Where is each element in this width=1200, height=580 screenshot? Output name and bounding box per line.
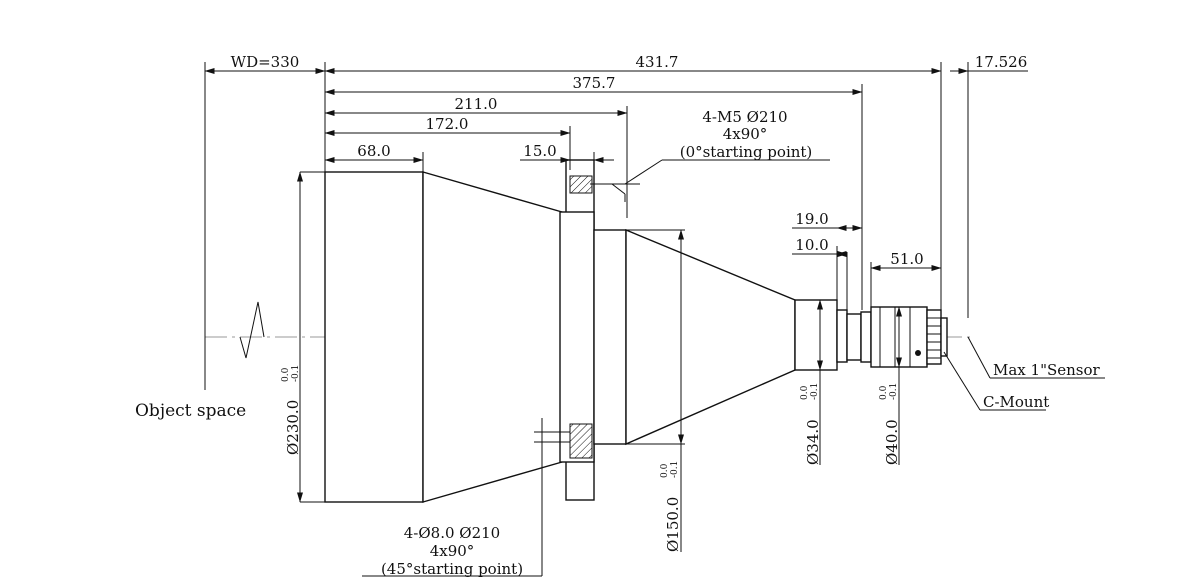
dim-dia-34: Ø34.0 0.0 -0.1	[800, 299, 823, 465]
step-ring-2	[846, 313, 862, 361]
dim-dia-150-tol-upper: 0.0	[660, 463, 670, 478]
flange-bolt-section-bottom	[569, 423, 593, 459]
dim-wd: WD=330	[204, 53, 326, 74]
step-ring-3	[860, 311, 872, 363]
set-screw	[915, 350, 921, 356]
break-symbol	[239, 301, 265, 359]
dim-68-label: 68.0	[357, 142, 390, 160]
knurling	[927, 317, 941, 359]
dim-flange-label: 17.526	[975, 53, 1028, 71]
dim-dia-34-tol-upper: 0.0	[800, 385, 810, 400]
neck-cylinder	[794, 299, 838, 371]
dim-flange-distance: 17.526	[950, 53, 1028, 74]
dim-172: 172.0	[324, 115, 571, 136]
dim-51: 51.0	[870, 250, 942, 271]
dim-dia-40-tol-upper: 0.0	[879, 385, 889, 400]
dim-51-label: 51.0	[890, 250, 923, 268]
dim-dia-230: Ø230.0 0.0 -0.1	[281, 171, 303, 503]
dim-19: 19.0	[792, 210, 863, 231]
rear-cone	[625, 228, 796, 446]
dim-dia-230-tol-upper: 0.0	[281, 367, 291, 382]
dim-dia-34-tol-lower: -0.1	[810, 383, 820, 400]
dim-10: 10.0	[792, 236, 848, 257]
top-hole-callout: 4-M5 Ø210 4x90° (0°starting point)	[590, 108, 830, 202]
dim-total-length: 431.7	[324, 53, 942, 74]
dim-15-label: 15.0	[523, 142, 556, 160]
bottom-note-line-2: 4x90°	[430, 542, 475, 560]
dim-wd-label: WD=330	[231, 53, 300, 71]
dim-172-label: 172.0	[426, 115, 469, 133]
dim-dia-40: Ø40.0 0.0 -0.1	[879, 306, 902, 465]
dim-dia-40-tol-lower: -0.1	[889, 383, 899, 400]
lens-body	[324, 159, 948, 503]
dim-375-label: 375.7	[573, 74, 616, 92]
front-cone	[422, 171, 563, 503]
top-note-line-1: 4-M5 Ø210	[702, 108, 787, 126]
dim-dia-150: Ø150.0 0.0 -0.1	[660, 229, 684, 552]
bottom-hole-callout: 4-Ø8.0 Ø210 4x90° (45°starting point)	[362, 418, 570, 578]
front-barrel	[324, 171, 424, 503]
c-mount-callout: C-Mount	[943, 351, 1049, 411]
c-mount-label: C-Mount	[983, 393, 1049, 411]
sensor-callout: Max 1"Sensor	[967, 336, 1105, 379]
dim-dia-230-label: Ø230.0	[284, 400, 302, 455]
bottom-note-line-1: 4-Ø8.0 Ø210	[404, 524, 500, 542]
dim-68: 68.0	[324, 142, 424, 163]
bottom-note-line-3: (45°starting point)	[381, 560, 523, 578]
c-mount-thread	[940, 317, 948, 357]
dim-375: 375.7	[324, 74, 863, 95]
dim-dia-150-label: Ø150.0	[664, 497, 682, 552]
top-note-line-3: (0°starting point)	[680, 143, 813, 161]
step-ring-1	[836, 309, 848, 363]
dim-dia-230-tol-lower: -0.1	[291, 365, 301, 382]
dim-15: 15.0	[520, 142, 614, 163]
top-note-line-2: 4x90°	[723, 125, 768, 143]
rear-ring	[593, 229, 627, 445]
sensor-label: Max 1"Sensor	[993, 361, 1101, 379]
dim-dia-40-label: Ø40.0	[883, 419, 901, 465]
dim-dia-150-tol-lower: -0.1	[670, 461, 680, 478]
flange-hub	[559, 211, 595, 463]
dim-10-label: 10.0	[795, 236, 828, 254]
dim-19-label: 19.0	[795, 210, 828, 228]
flange-bolt-section-top	[569, 175, 593, 194]
dim-211: 211.0	[324, 95, 628, 116]
dim-dia-34-label: Ø34.0	[804, 419, 822, 465]
object-space-label: Object space	[135, 401, 246, 421]
dim-total-label: 431.7	[636, 53, 679, 71]
dim-211-label: 211.0	[455, 95, 498, 113]
